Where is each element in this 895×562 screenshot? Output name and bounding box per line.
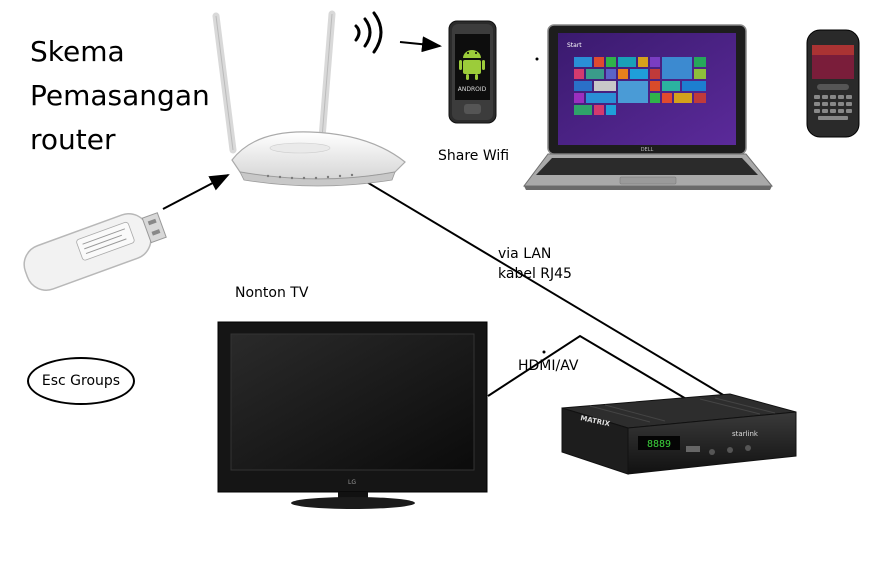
phone-os-text: ANDROID (458, 86, 487, 93)
lan-cable-line (349, 171, 736, 403)
wifi-router (212, 10, 406, 187)
via-lan-label: via LAN kabel RJ45 (498, 244, 572, 284)
connections (162, 36, 736, 403)
laptop: Start (523, 24, 774, 190)
dot-mark (535, 57, 539, 61)
android-logo-icon (459, 50, 485, 80)
share-wifi-label: Share Wifi (438, 148, 510, 164)
stb-model-text: starlink (732, 430, 759, 438)
usb-modem (23, 212, 167, 291)
dot-mark (542, 350, 546, 354)
blackberry-phone (806, 29, 860, 138)
laptop-start-text: Start (567, 42, 582, 49)
hdmi-cable-line (487, 334, 689, 401)
title-line-2: Pemasangan (30, 79, 210, 112)
esc-groups-label: Esc Groups (41, 373, 121, 389)
set-top-box: MATRIX 8889 starlink (561, 393, 797, 475)
tv-brand-text: LG (348, 479, 356, 486)
hdmi-av-label: HDMI/AV (518, 358, 579, 374)
windows-start-tiles (574, 57, 706, 115)
via-lan-label-line-2: kabel RJ45 (498, 266, 572, 282)
via-lan-label-line-1: via LAN (498, 246, 552, 262)
wifi-signal-icon (354, 11, 383, 54)
router-to-phone-arrow (399, 36, 442, 53)
lg-television: LG (217, 321, 488, 509)
title-line-3: router (30, 123, 116, 156)
esc-groups-badge: Esc Groups (27, 357, 135, 405)
diagram-title: Skema Pemasangan router (30, 30, 210, 162)
android-phone: ANDROID (448, 20, 497, 124)
laptop-brand-text: DELL (641, 147, 654, 153)
title-line-1: Skema (30, 35, 125, 68)
nonton-tv-label: Nonton TV (235, 285, 309, 301)
modem-to-router-arrow (162, 174, 230, 210)
stb-display-text: 8889 (647, 439, 671, 450)
